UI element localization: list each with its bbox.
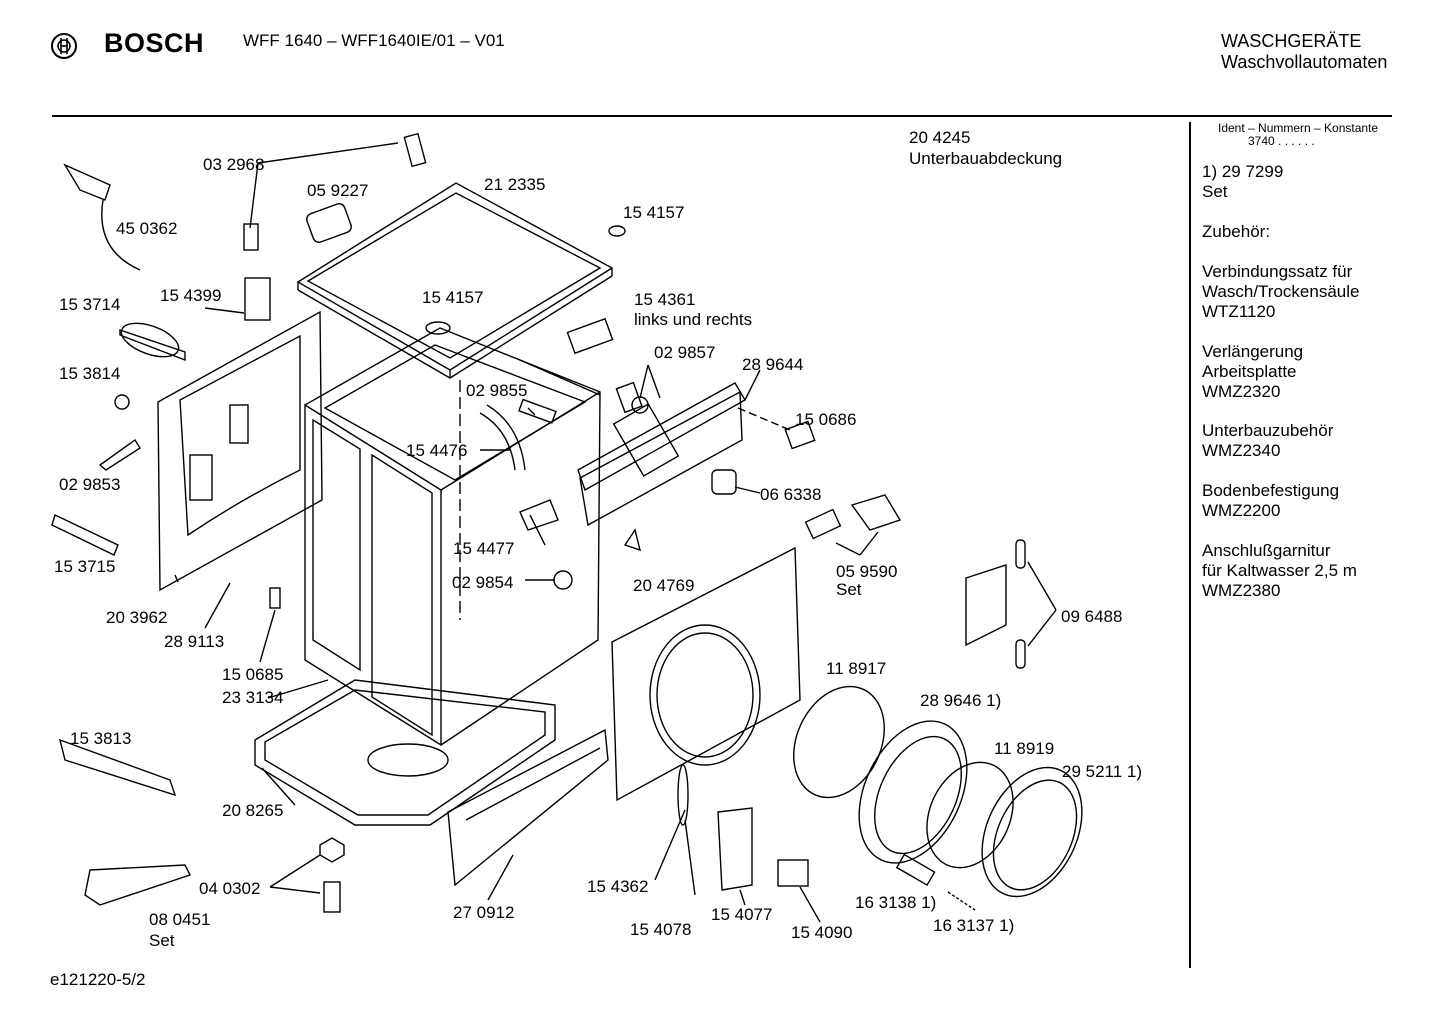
subcategory-title: Waschvollautomaten: [1221, 52, 1388, 72]
part-label: 27 0912: [453, 903, 515, 922]
part-label: 15 4361: [634, 290, 696, 309]
part-label: 20 4245: [909, 128, 971, 147]
part-label: 28 9646 1): [920, 691, 1002, 710]
sidebar-note: Unterbauzubehör WMZ2340: [1202, 421, 1334, 460]
drawing-code: e121220-5/2: [50, 970, 146, 989]
sidebar-note: 1) 29 7299 Set: [1202, 162, 1284, 201]
part-label: 02 9854: [452, 573, 514, 592]
sidebar-note: Zubehör:: [1202, 222, 1271, 241]
part-label: Unterbauabdeckung: [909, 149, 1063, 168]
brand-name: BOSCH: [104, 28, 205, 58]
part-label: 15 4157: [623, 203, 685, 222]
part-label: Set: [149, 931, 175, 950]
ident-title: Ident – Nummern – Konstante: [1218, 121, 1379, 135]
part-label: 05 9227: [307, 181, 369, 200]
part-label: 11 8919: [994, 739, 1055, 758]
part-label: 02 9853: [59, 475, 121, 494]
part-label: Set: [836, 580, 862, 599]
part-label: 11 8917: [826, 659, 887, 678]
part-label: 06 6338: [760, 485, 822, 504]
part-label: 15 3714: [59, 295, 121, 314]
part-label: 15 4078: [630, 920, 692, 939]
bosch-logo-icon: [51, 33, 77, 59]
sidebar-note: Bodenbefestigung WMZ2200: [1202, 481, 1340, 520]
part-label: 15 4157: [422, 288, 484, 307]
part-label: 15 4077: [711, 905, 773, 924]
part-label: 28 9644: [742, 355, 804, 374]
part-label: 20 3962: [106, 608, 168, 627]
part-label: 20 4769: [633, 576, 695, 595]
part-label: 23 3134: [222, 688, 284, 707]
sidebar-note: Verbindungssatz für Wasch/Trockensäule W…: [1202, 262, 1360, 321]
part-label: 15 3814: [59, 364, 121, 383]
part-label: 45 0362: [116, 219, 178, 238]
part-label: 08 0451: [149, 910, 211, 929]
sidebar-note: Verlängerung Arbeitsplatte WMZ2320: [1202, 342, 1304, 401]
part-label: 15 0685: [222, 665, 284, 684]
model-line: WFF 1640 – WFF1640IE/01 – V01: [243, 31, 505, 50]
part-label: 09 6488: [1061, 607, 1123, 626]
part-label: 03 2968: [203, 155, 265, 174]
part-label: 02 9857: [654, 343, 716, 362]
part-label: 29 5211 1): [1062, 762, 1143, 781]
part-label: 15 4399: [160, 286, 222, 305]
part-label: 21 2335: [484, 175, 546, 194]
part-label: 28 9113: [164, 632, 225, 651]
ident-constant: 3740 . . . . . .: [1248, 134, 1315, 148]
part-label: 02 9855: [466, 381, 528, 400]
part-label: links und rechts: [634, 310, 753, 329]
part-label: 15 4477: [453, 539, 515, 558]
part-label: 15 3715: [54, 557, 116, 576]
part-label: 15 0686: [795, 410, 857, 429]
part-label: 16 3137 1): [933, 916, 1015, 935]
part-label: 20 8265: [222, 801, 284, 820]
part-label: 15 4476: [406, 441, 468, 460]
part-label: 16 3138 1): [855, 893, 937, 912]
part-label: 05 9590: [836, 562, 898, 581]
part-label: 15 4362: [587, 877, 649, 896]
category-title: WASCHGERÄTE: [1221, 31, 1362, 51]
part-label: 04 0302: [199, 879, 261, 898]
part-label: 15 3813: [70, 729, 132, 748]
part-label: 15 4090: [791, 923, 853, 942]
sidebar-note: Anschlußgarnitur für Kaltwasser 2,5 m WM…: [1202, 541, 1357, 600]
